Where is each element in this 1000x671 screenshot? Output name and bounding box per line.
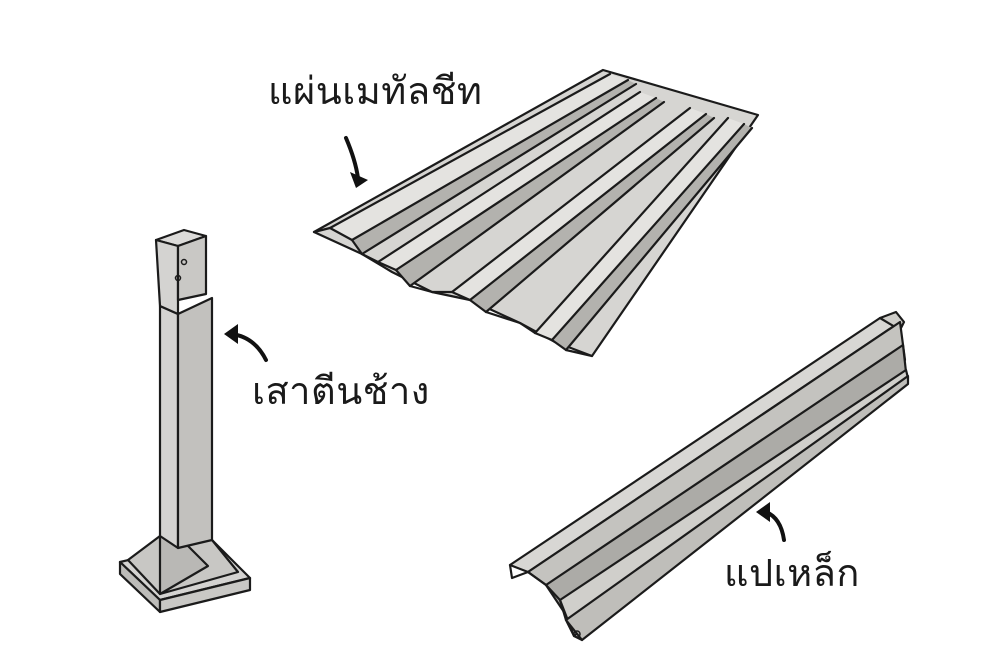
metal-sheet-label: แผ่นเมทัลชีท [268, 69, 483, 113]
steel-purlin-label: แปเหล็ก [724, 551, 860, 595]
footing-post-illustration [118, 228, 252, 614]
arrow-to-steel-purlin [756, 502, 786, 542]
arrow-to-metal-sheet [344, 136, 368, 188]
steel-purlin-illustration [508, 310, 910, 642]
footing-post-label: เสาตีนช้าง [252, 369, 430, 413]
metal-sheet-illustration [312, 68, 760, 358]
arrow-to-footing-post [224, 324, 268, 362]
